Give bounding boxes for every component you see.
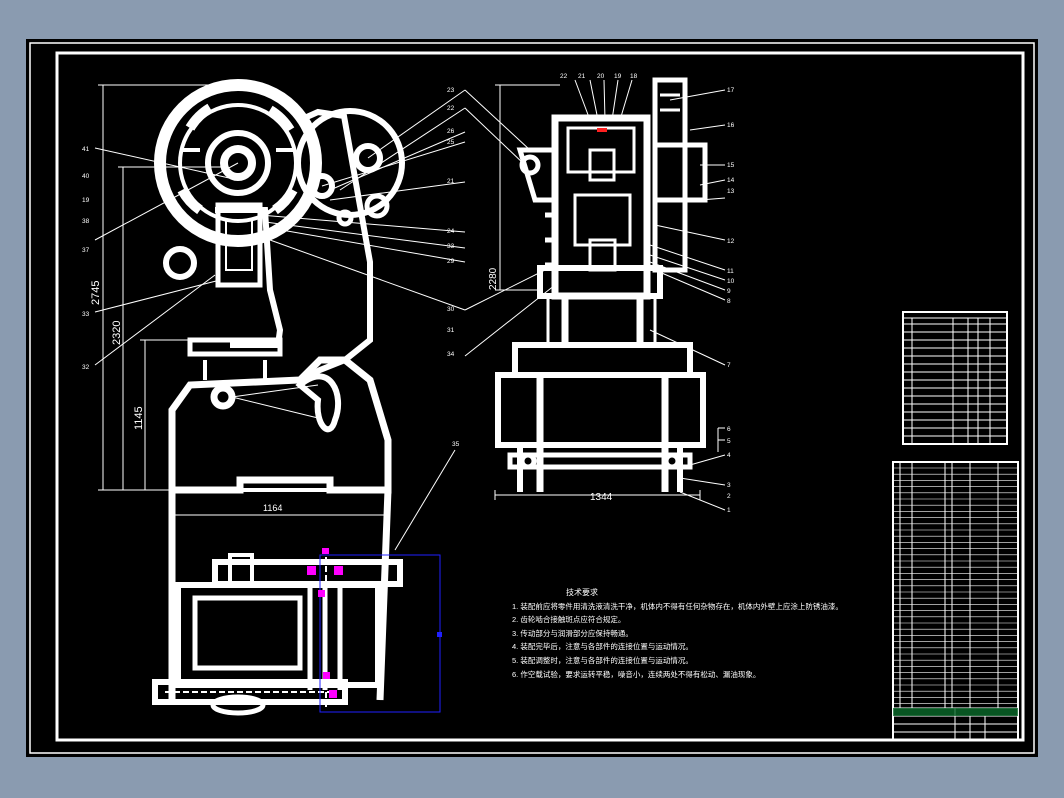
callout-label: 37: [82, 247, 90, 254]
callout-label: 17: [727, 87, 735, 94]
grip-handle[interactable]: [318, 590, 325, 597]
tech-item: 6. 作空载试验，要求运转平稳，噪音小，连续两处不得有松动、漏油现象。: [512, 669, 761, 679]
callout-label: 13: [727, 188, 735, 195]
callout-label: 1: [727, 507, 731, 514]
callout-label: 11: [727, 268, 734, 275]
callout-label: 10: [727, 278, 735, 285]
callout-label: 4: [727, 452, 731, 459]
side-callouts-left: 41 40 19 38 37 33 32: [82, 146, 90, 371]
plan-view: [152, 548, 403, 716]
dim-front-height: 2280: [488, 267, 499, 290]
grip-handle[interactable]: [322, 548, 329, 554]
grip-handle[interactable]: [323, 672, 330, 679]
callout-label: 35: [452, 441, 460, 448]
tech-item: 4. 装配完毕后，注意与各部件的连接位置与运动情况。: [512, 642, 693, 652]
side-view-dimensions: 2745 2320 1145 1164: [90, 281, 282, 513]
callout-label: 41: [82, 146, 90, 153]
bom-table: [892, 461, 1019, 741]
callout-label: 34: [447, 351, 455, 358]
callout-label: 3: [727, 482, 731, 489]
callout-label: 26: [447, 128, 455, 135]
callout-label: 32: [82, 364, 90, 371]
callout-label: 21: [447, 178, 455, 185]
bom-rows: [893, 467, 1018, 704]
dim-base-width: 1164: [263, 503, 282, 513]
callout-label: 25: [447, 139, 455, 146]
callout-label: 22: [560, 73, 568, 80]
callout-label: 31: [447, 327, 455, 334]
tech-item: 5. 装配调整时，注意与各部件的连接位置与运动情况。: [512, 655, 693, 665]
technical-requirements: 技术要求 1. 装配前应将零件用清洗液清洗干净，机体内不得有任何杂物存在，机体内…: [512, 586, 842, 681]
callout-label: 24: [447, 228, 455, 235]
inner-border: [55, 51, 1025, 742]
callout-label: 20: [597, 73, 605, 80]
front-red-marker: [597, 128, 607, 132]
callout-label: 2: [727, 493, 731, 500]
tech-title: 技术要求: [566, 588, 598, 597]
parts-list-small: [902, 311, 1008, 445]
title-block-header: [893, 708, 1018, 716]
tech-item: 1. 装配前应将零件用清洗液清洗干净，机体内不得有任何杂物存在，机体内外壁上应涂…: [512, 601, 842, 611]
callout-label: 33: [447, 243, 455, 250]
callout-label: 18: [630, 73, 638, 80]
dim-mid-height: 2320: [111, 321, 123, 345]
dim-front-width: 1344: [590, 492, 613, 503]
callout-label: 8: [727, 298, 731, 305]
front-callouts-top: 22 21 20 19 18: [560, 73, 638, 80]
callout-label: 30: [447, 306, 455, 313]
tech-item: 3. 传动部分与润滑部分应保持畅通。: [512, 628, 633, 638]
callout-label: 40: [82, 173, 90, 180]
callout-label: 38: [82, 218, 90, 225]
callout-label: 29: [447, 258, 455, 265]
callout-label: 12: [727, 238, 735, 245]
front-view: [464, 77, 726, 511]
callout-label: 14: [727, 177, 735, 184]
callout-label: 19: [82, 197, 90, 204]
callout-label: 19: [614, 73, 622, 80]
callout-label: 23: [447, 87, 455, 94]
callout-label: 22: [447, 105, 455, 112]
dim-table-height: 1145: [133, 406, 145, 430]
outer-border: [29, 42, 1035, 754]
grip-handle[interactable]: [329, 690, 337, 698]
side-view: [94, 79, 466, 701]
callout-label: 7: [727, 362, 731, 369]
callout-label: 5: [727, 438, 731, 445]
callout-label: 9: [727, 288, 731, 295]
front-callouts-right: 17 16 15 14 13 12 11 10 9 8 7 6 5 4 3 2 …: [727, 87, 735, 514]
callout-label: 6: [727, 426, 731, 433]
callout-label: 21: [578, 73, 586, 80]
dim-overall-height: 2745: [90, 281, 102, 305]
side-callouts-mid: 23 22 26 25 21 24 33 29 30 31 34 35: [447, 87, 460, 448]
callout-label: 16: [727, 122, 735, 129]
callout-label: 33: [82, 311, 90, 318]
grip-handle[interactable]: [307, 566, 316, 575]
grip-handle[interactable]: [334, 566, 343, 575]
tech-item: 2. 齿轮啮合接触斑点应符合规定。: [512, 615, 626, 625]
grip-handle[interactable]: [437, 632, 442, 637]
callout-label: 15: [727, 162, 735, 169]
